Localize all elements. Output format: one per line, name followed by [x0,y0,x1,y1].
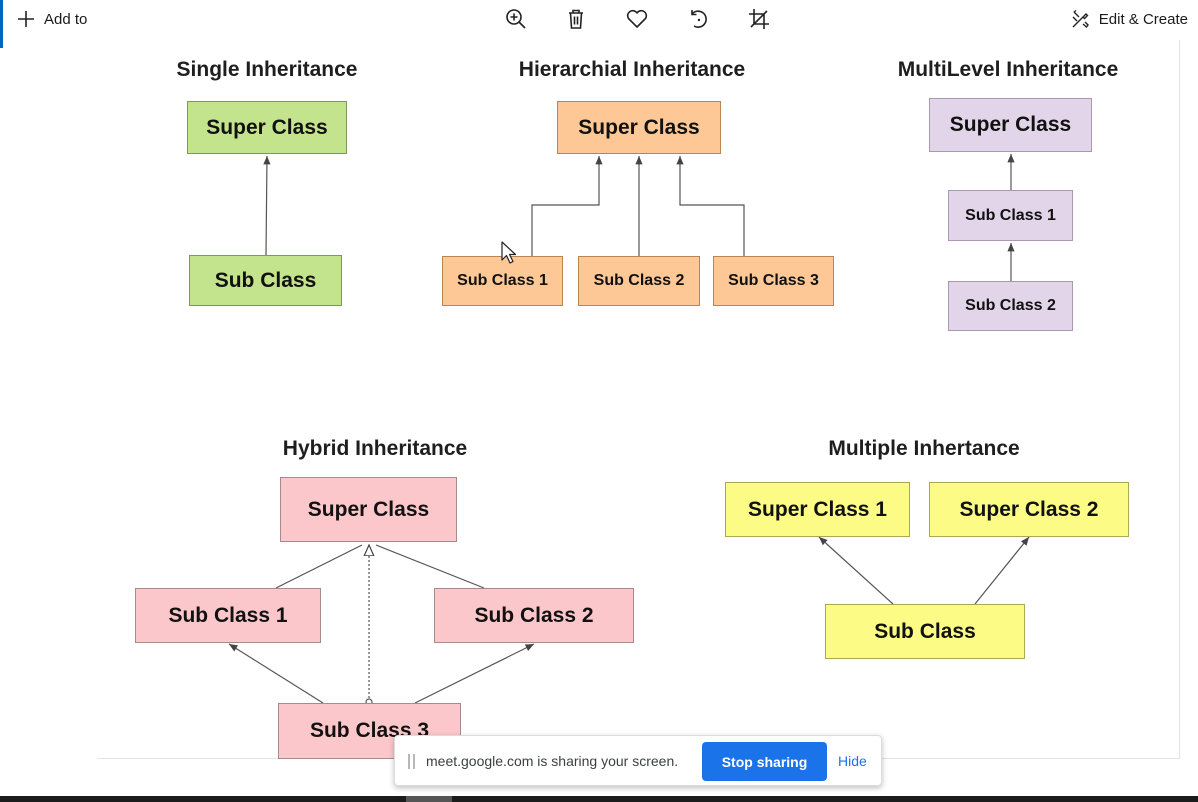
screen-sharing-bar: meet.google.com is sharing your screen. … [394,735,882,786]
rotate-icon[interactable] [686,7,710,31]
hide-button[interactable]: Hide [838,753,867,769]
favorite-icon[interactable] [625,7,649,31]
hierarchical-super-class: Super Class [557,101,721,154]
edit-create-label: Edit & Create [1098,10,1188,28]
photo-viewer-toolbar: Add to Edit & Create [0,0,1198,48]
window-accent-bar [0,0,3,48]
multiple-sub-class: Sub Class [825,604,1025,659]
single-inheritance-title: Single Inheritance [176,58,358,81]
multiple-super-class-1: Super Class 1 [725,482,910,537]
taskbar [0,796,1198,802]
edit-create-icon [1072,9,1089,29]
multilevel-sub-class-1: Sub Class 1 [948,190,1073,241]
hybrid-super-class: Super Class [280,477,457,542]
hybrid-sub-class-1: Sub Class 1 [135,588,321,643]
stop-sharing-button[interactable]: Stop sharing [702,742,827,781]
zoom-in-icon[interactable] [504,7,528,31]
multiple-super-class-2: Super Class 2 [929,482,1129,537]
sharing-message: meet.google.com is sharing your screen. [426,753,679,769]
single-super-class: Super Class [187,101,347,154]
multiple-inheritance-title: Multiple Inhertance [828,437,1020,460]
hierarchical-sub-class-3: Sub Class 3 [713,256,834,306]
hybrid-inheritance-title: Hybrid Inheritance [282,437,468,460]
drag-handle-icon[interactable] [408,754,415,769]
hierarchical-sub-class-2: Sub Class 2 [578,256,700,306]
multilevel-sub-class-2: Sub Class 2 [948,281,1073,331]
multilevel-super-class: Super Class [929,98,1092,152]
crop-icon[interactable] [747,7,771,31]
multilevel-inheritance-title: MultiLevel Inheritance [897,58,1119,81]
edit-create-button[interactable]: Edit & Create [1071,8,1188,30]
mouse-cursor-icon [501,241,517,264]
single-sub-class: Sub Class [189,255,342,306]
delete-icon[interactable] [564,7,588,31]
add-to-label: Add to [44,10,88,28]
add-to-button[interactable]: Add to [16,8,87,30]
hybrid-sub-class-2: Sub Class 2 [434,588,634,643]
hierarchical-inheritance-title: Hierarchial Inheritance [518,58,746,81]
plus-icon [18,11,34,27]
